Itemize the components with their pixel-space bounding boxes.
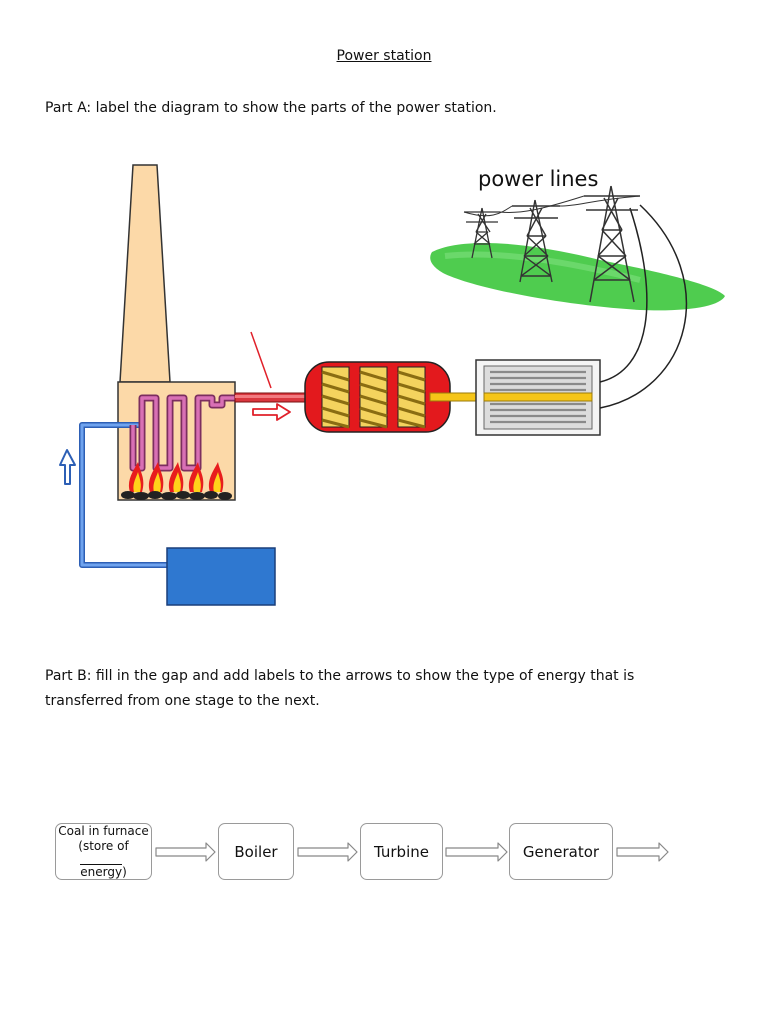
furnace-flames xyxy=(128,462,224,492)
flow-arrow-1 xyxy=(155,842,216,862)
turbine-box: Turbine xyxy=(360,823,443,880)
part-a-instructions: Part A: label the diagram to show the pa… xyxy=(45,100,497,116)
pylon xyxy=(512,199,560,283)
coal-line-3: energy) xyxy=(80,864,127,879)
flow-arrow-4 xyxy=(616,842,669,862)
coal-line-2: (store of xyxy=(78,838,129,853)
coal xyxy=(121,491,232,500)
boiler-box: Boiler xyxy=(218,823,294,880)
part-b-line-2: transferred from one stage to the next. xyxy=(45,693,320,709)
steam-direction-arrow-icon xyxy=(252,403,291,421)
coal-line-1: Coal in furnace xyxy=(58,823,149,838)
flow-arrow-3 xyxy=(445,842,508,862)
power-lines-label: power lines xyxy=(478,167,598,191)
up-arrow-icon xyxy=(59,449,76,485)
part-b-instructions: Part B: fill in the gap and add labels t… xyxy=(45,664,735,714)
pylon xyxy=(464,207,500,259)
power-station-diagram: power lines xyxy=(59,164,725,606)
label-pointer-line xyxy=(250,331,272,389)
part-b-line-1: Part B: fill in the gap and add labels t… xyxy=(45,668,635,684)
turbine-blades xyxy=(321,366,426,429)
pylon xyxy=(584,185,640,303)
page-title: Power station xyxy=(336,48,432,64)
cable xyxy=(599,207,648,383)
flow-arrow-2 xyxy=(297,842,358,862)
grass-field xyxy=(430,242,725,311)
coal-furnace-box: Coal in furnace (store of energy) xyxy=(55,823,152,880)
generator-box: Generator xyxy=(509,823,613,880)
water-tank xyxy=(166,547,276,606)
cable xyxy=(599,204,688,409)
energy-blank-field[interactable] xyxy=(80,854,123,865)
